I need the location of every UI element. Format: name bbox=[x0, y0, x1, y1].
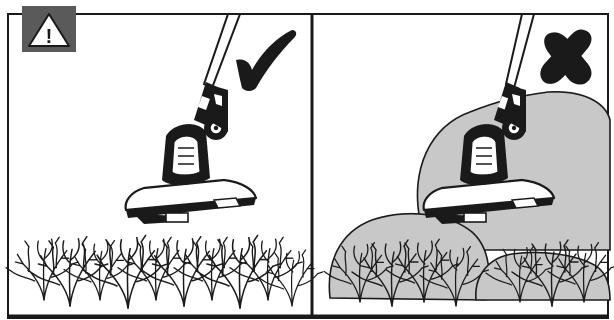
warning-glyph: ! bbox=[46, 26, 53, 48]
warning-badge: ! bbox=[22, 6, 76, 52]
